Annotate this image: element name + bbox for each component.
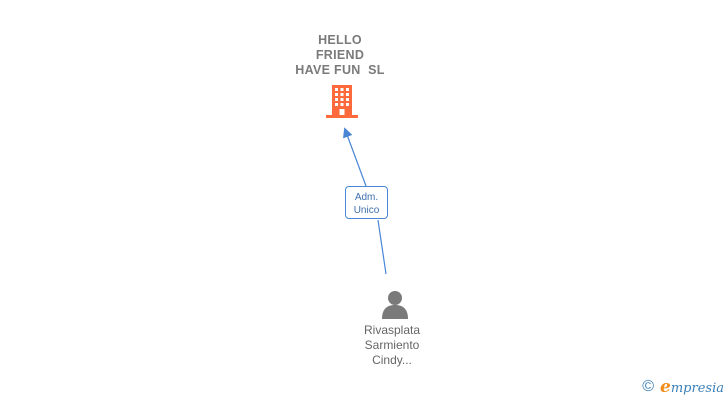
person-name-line: Rivasplata bbox=[363, 323, 421, 337]
company-name-line: HELLO bbox=[318, 33, 362, 47]
brand-logo-text: mpresia bbox=[670, 381, 724, 396]
copyright-icon: © bbox=[642, 378, 655, 395]
company-name[interactable]: HELLO FRIEND HAVE FUN SL bbox=[270, 33, 410, 78]
relation-arrow bbox=[343, 127, 367, 187]
brand-logo: e mpresia bbox=[660, 377, 724, 397]
role-badge[interactable]: Adm. Unico bbox=[345, 186, 388, 219]
building-icon[interactable] bbox=[325, 84, 359, 120]
person-name-line: Cindy... bbox=[372, 353, 412, 367]
person-name[interactable]: Rivasplata Sarmiento Cindy... bbox=[330, 323, 454, 368]
person-icon[interactable] bbox=[380, 290, 410, 320]
role-label-line: Unico bbox=[353, 205, 380, 216]
person-name-line: Sarmiento bbox=[364, 338, 420, 352]
footer-brand[interactable]: © e mpresia bbox=[642, 377, 724, 397]
brand-logo-initial: e bbox=[660, 377, 671, 397]
role-label-line: Adm. bbox=[354, 192, 379, 203]
company-name-line: FRIEND bbox=[315, 48, 365, 62]
company-name-line: HAVE FUN SL bbox=[295, 63, 385, 77]
relation-connector-lower bbox=[377, 219, 387, 275]
